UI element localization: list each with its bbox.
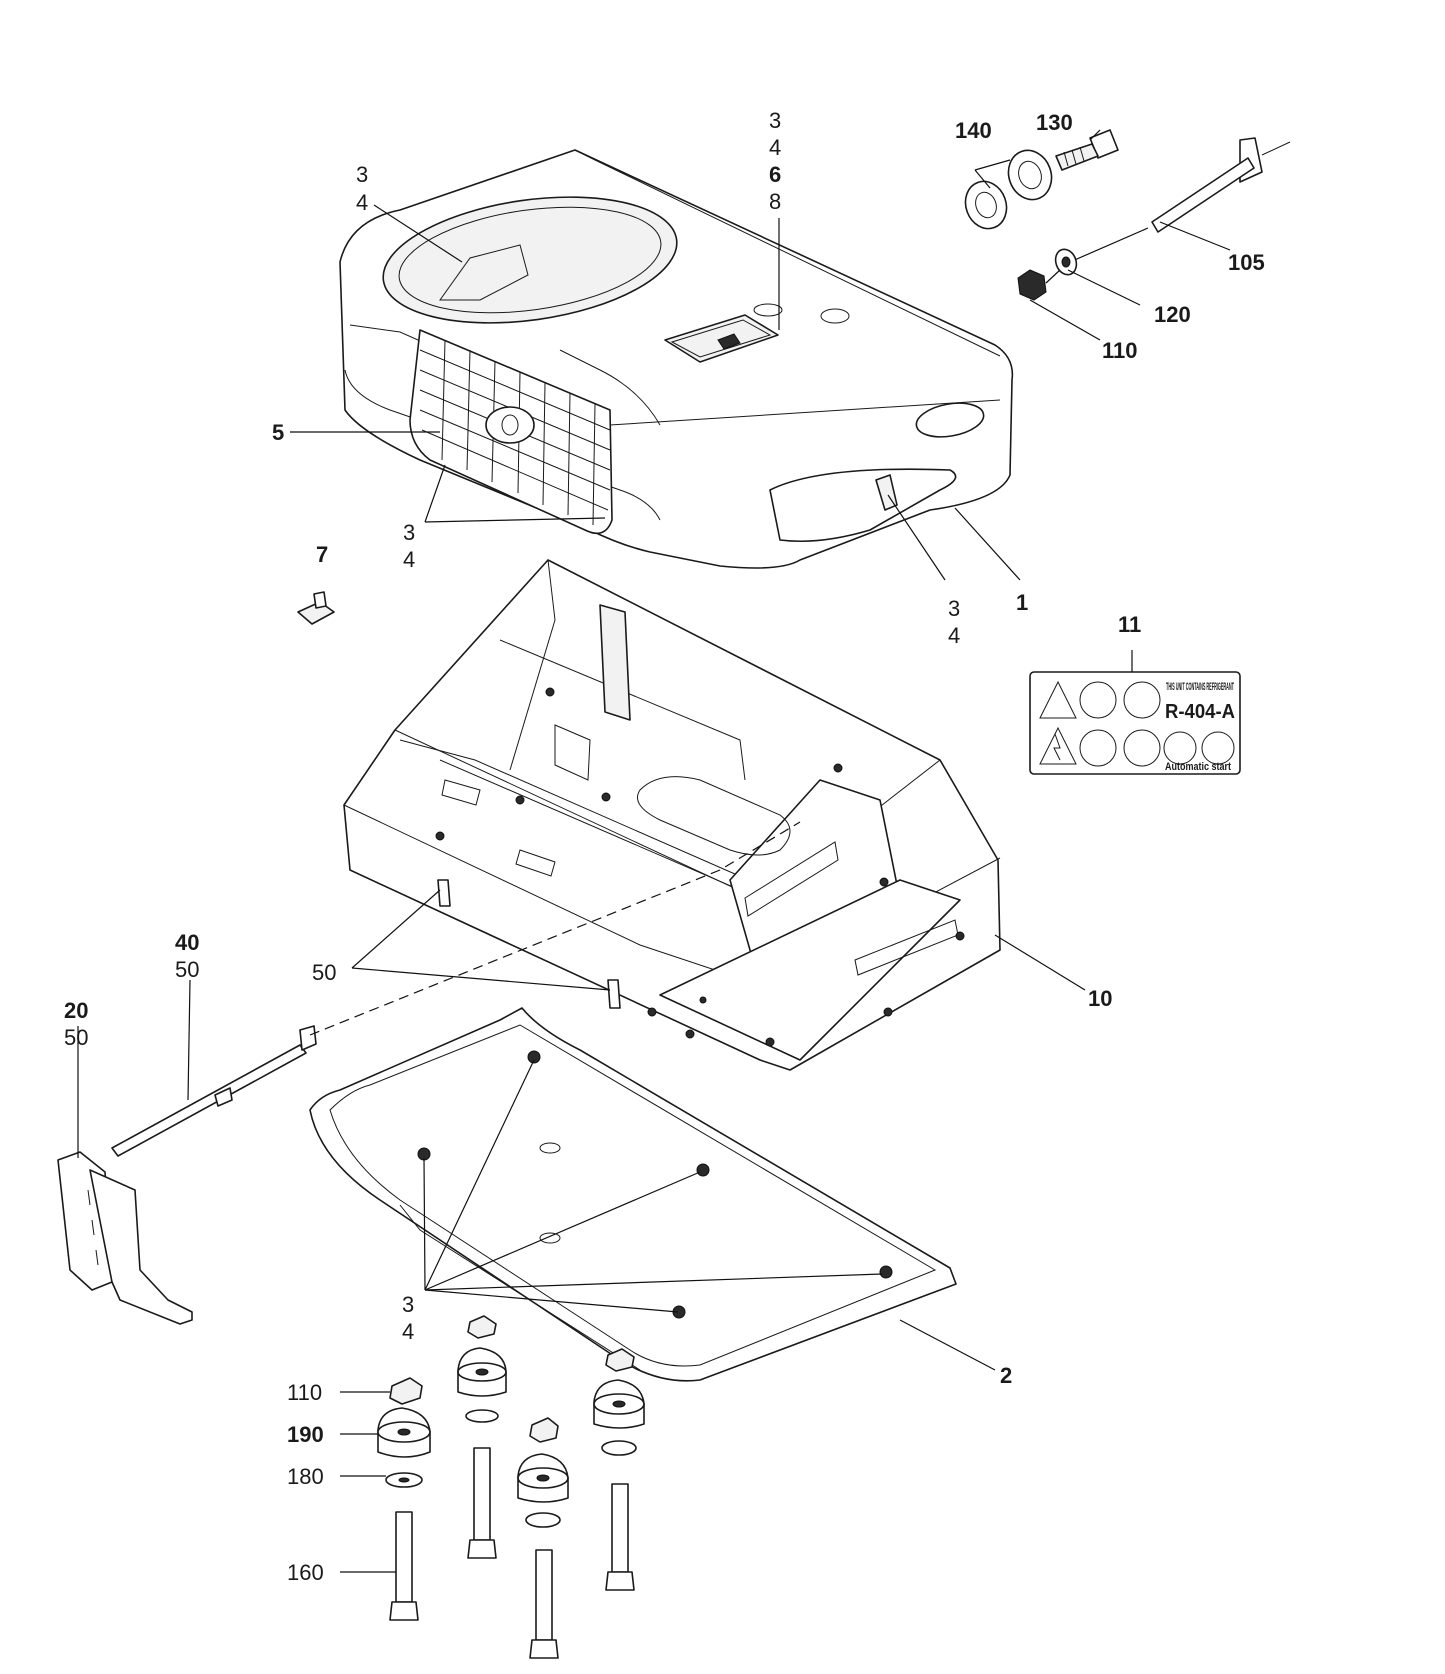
washer-140: [964, 149, 1053, 230]
isolator-stack-4: [593, 1348, 645, 1591]
isolator-stack-3: [517, 1417, 569, 1659]
clip-7: [297, 591, 335, 625]
callout-lens-3: 3: [356, 162, 368, 187]
callout-11: 11: [1118, 612, 1141, 637]
callout-10: 10: [1088, 986, 1112, 1011]
rod-40: [111, 1025, 317, 1157]
callout-top-6: 6: [769, 162, 781, 187]
callout-40: 40: [175, 930, 199, 955]
label-11-autostart: Automatic start: [1165, 761, 1231, 773]
warning-label-11: THIS UNIT CONTAINS REFRIGERANT R-404-A A…: [1029, 671, 1241, 775]
callout-side-4: 4: [948, 623, 960, 648]
bracket-20: [57, 1151, 193, 1325]
leader-lines: [77, 129, 1231, 1573]
callout-2: 2: [1000, 1363, 1012, 1388]
callout-160: 160: [287, 1560, 324, 1585]
isolator-stack-1: [377, 1377, 431, 1621]
callout-110-bottom: 110: [287, 1380, 322, 1405]
callout-grille-3: 3: [403, 520, 415, 545]
nut-110-top: [1017, 269, 1061, 301]
label-11-refrigerant: R-404-A: [1165, 701, 1235, 723]
callout-top-8: 8: [769, 189, 781, 214]
callout-top-3: 3: [769, 108, 781, 133]
callout-base-3: 3: [402, 1292, 414, 1317]
callout-40-50: 50: [175, 957, 199, 982]
callouts: 3 4 6 8 3 4 140 130 105 120 110 5 3 4 7 …: [64, 108, 1265, 1585]
callout-base-4: 4: [402, 1319, 414, 1344]
callout-105: 105: [1228, 250, 1265, 275]
callout-top-4: 4: [769, 135, 781, 160]
callout-50: 50: [312, 960, 336, 985]
callout-180: 180: [287, 1464, 324, 1489]
callout-130: 130: [1036, 110, 1073, 135]
callout-110-top: 110: [1102, 338, 1138, 363]
callout-140: 140: [955, 118, 992, 143]
callout-190: 190: [287, 1422, 324, 1447]
callout-120: 120: [1154, 302, 1191, 327]
bolt-130: [1055, 129, 1119, 171]
callout-5: 5: [272, 420, 284, 445]
callout-side-3: 3: [948, 596, 960, 621]
callout-1: 1: [1016, 590, 1028, 615]
bolt-105: [1069, 137, 1291, 263]
callout-grille-4: 4: [403, 547, 415, 572]
top-cover: [339, 149, 1014, 569]
callout-7: 7: [316, 542, 328, 567]
callout-20-50: 50: [64, 1025, 88, 1050]
frame-10: [343, 559, 1001, 1071]
label-11-line1: THIS UNIT CONTAINS REFRIGERANT: [1166, 681, 1234, 693]
callout-20: 20: [64, 998, 88, 1023]
isolator-stack-2: [457, 1315, 507, 1559]
callout-lens-4: 4: [356, 190, 368, 215]
washer-120: [1054, 248, 1078, 276]
